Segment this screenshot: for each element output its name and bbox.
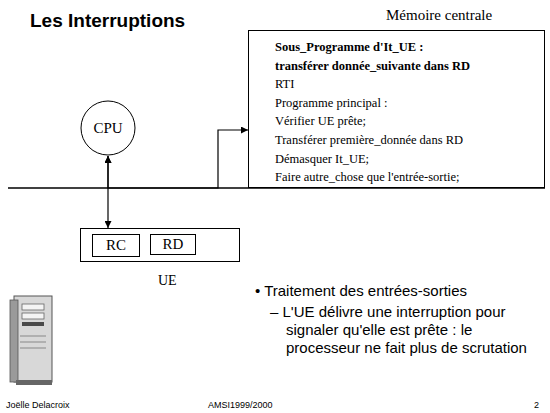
tower-base [16, 380, 52, 385]
tower-side [10, 300, 18, 382]
bus-connector [107, 156, 108, 228]
program-line: Programme principal : [275, 94, 540, 113]
memory-box: Mémoire centraleSous_Programme d'It_UE :… [248, 30, 545, 188]
io-unit-box: UERCRD [80, 228, 240, 262]
program-line: Vérifier UE prête; [275, 112, 540, 131]
memory-heading: Mémoire centrale [386, 7, 492, 24]
vent-line [20, 348, 46, 349]
cpu-label: CPU [93, 120, 122, 137]
cpu-circle: CPU [80, 100, 136, 156]
program-line: Démasquer It_UE; [275, 150, 540, 169]
slide-title: Les Interruptions [30, 10, 185, 32]
register-box: RD [150, 234, 196, 255]
bus-connector [108, 130, 248, 188]
register-box: RC [92, 234, 140, 257]
page-number: 2 [534, 400, 548, 411]
drive-slot [22, 322, 44, 326]
computer-illustration [10, 296, 52, 385]
sub-bullet-point: – L'UE délivre une interruption pour sig… [270, 303, 531, 357]
program-line: Faire autre_chose que l'entrée-sortie; [275, 168, 540, 187]
bullet-point: • Traitement des entrées-sorties [255, 282, 545, 300]
drive-bay [22, 313, 44, 319]
vent-line [20, 336, 46, 337]
unit-label: UE [158, 273, 177, 289]
drive-bay [22, 304, 44, 310]
register-label: RC [106, 237, 126, 254]
program-line: transférer donnée_suivante dans RD [275, 57, 540, 76]
program-line: RTI [275, 75, 540, 94]
program-line: Sous_Programme d'It_UE : [275, 38, 540, 57]
cpu-outline [81, 101, 135, 155]
program-line: Transférer première_donnée dans RD [275, 131, 540, 150]
author-footer: Joëlle Delacroix [6, 400, 126, 411]
register-label: RD [163, 236, 184, 253]
vent-line [20, 342, 46, 343]
course-footer: AMSI1999/2000 [208, 400, 308, 411]
tower-case [14, 296, 52, 382]
